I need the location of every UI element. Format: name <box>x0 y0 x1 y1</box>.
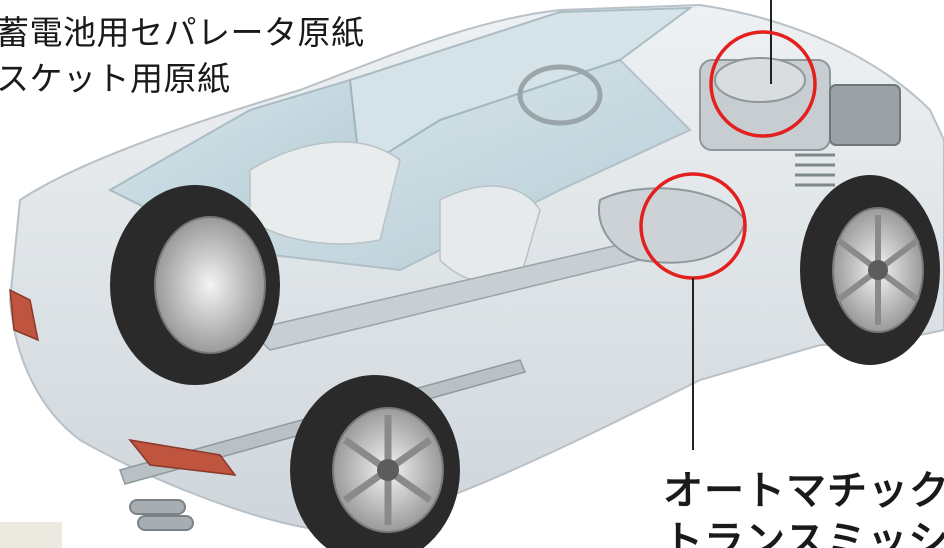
rear-left-wheel <box>110 185 280 385</box>
automatic-transmission-label: オートマチック トランスミッシ <box>663 466 944 548</box>
transmission-housing <box>598 187 747 264</box>
automatic-transmission-label-line1: オートマチック <box>663 468 944 514</box>
corner-patch <box>0 522 62 548</box>
rear-right-wheel <box>290 375 460 548</box>
front-seat <box>439 185 541 285</box>
tail-light-right <box>128 438 237 476</box>
highlight-circle-engine <box>709 30 817 138</box>
steering-wheel <box>517 64 603 126</box>
front-spring <box>795 153 835 187</box>
exhaust-tips <box>129 499 194 531</box>
automatic-transmission-label-line2: トランスミッシ <box>663 518 944 548</box>
engine-fan <box>829 84 901 146</box>
engine-cover <box>714 57 806 103</box>
battery-separator-label-line2: スケット用原紙 <box>0 59 231 98</box>
battery-separator-label: 蓄電池用セパレータ原紙 スケット用原紙 <box>0 10 365 102</box>
rear-seat <box>249 141 401 245</box>
tail-light-left <box>9 288 40 342</box>
front-right-wheel <box>800 175 940 365</box>
battery-separator-label-line1: 蓄電池用セパレータ原紙 <box>0 13 365 52</box>
